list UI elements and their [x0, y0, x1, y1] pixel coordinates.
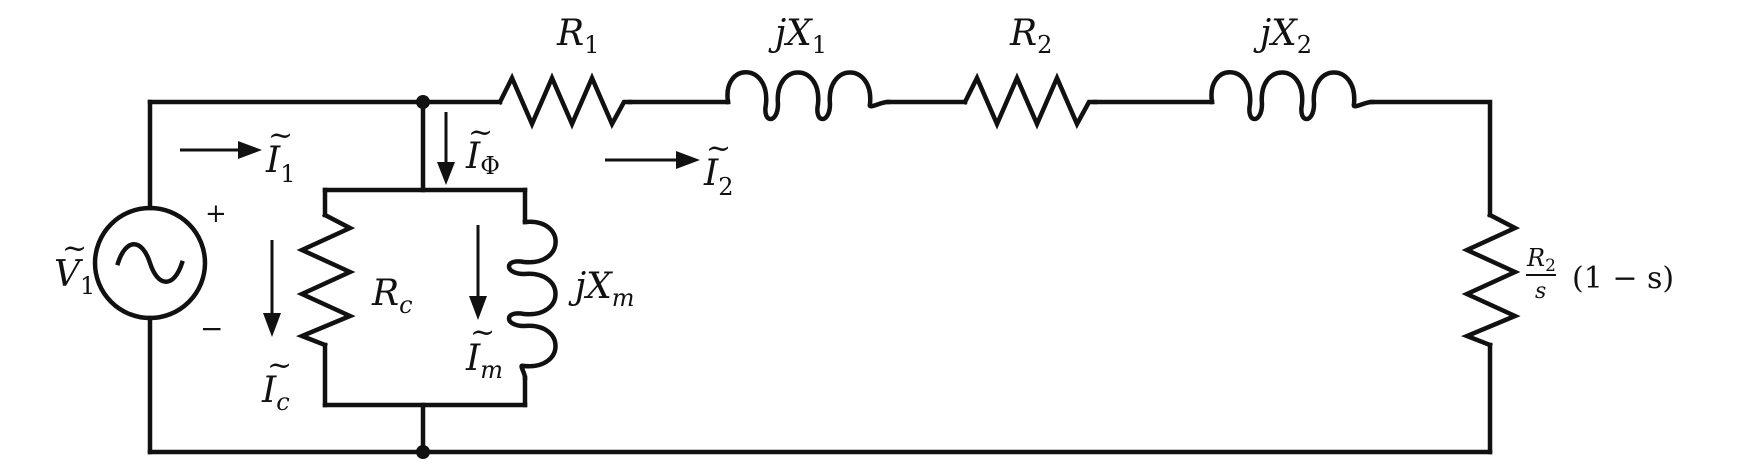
label-load-numerator: R2 [1526, 244, 1556, 276]
arrow-iphi [437, 112, 455, 185]
label-r1: R1 [556, 13, 599, 59]
label-im-accent: ~ [470, 315, 495, 350]
arrow-i1 [180, 141, 262, 159]
label-r2: R2 [1009, 13, 1052, 59]
node-bottom [416, 445, 430, 459]
label-i1: I1 [265, 140, 296, 188]
resistor-r2 [961, 72, 1098, 130]
inductor-jx1 [725, 70, 891, 122]
wire-top-right [1369, 99, 1493, 218]
label-ic-accent: ~ [267, 348, 292, 383]
label-plus: + [205, 199, 227, 229]
label-iphi: IΦ [465, 136, 500, 180]
arrow-i2 [605, 151, 700, 169]
sine-wave-icon [115, 242, 185, 284]
resistor-r1 [496, 72, 633, 130]
label-jx2: jX2 [1253, 13, 1312, 59]
label-i1-accent: ~ [268, 118, 293, 153]
resistor-rc [295, 211, 356, 348]
label-load-tail: (1 − s) [1572, 261, 1674, 296]
inductor-jxm [506, 219, 558, 381]
resistor-load [1460, 211, 1521, 348]
label-load-denominator: s [1535, 279, 1546, 304]
label-i2-accent: ~ [706, 131, 731, 166]
source-circle [92, 205, 208, 321]
label-load: R2 s (1 − s) [1526, 244, 1674, 304]
label-ic: Ic [261, 370, 290, 416]
wires [147, 99, 1493, 455]
label-minus: − [200, 312, 223, 345]
label-i2: I2 [703, 153, 734, 201]
label-v1: V1 [54, 254, 95, 300]
arrow-im [469, 225, 487, 320]
inductor-jx2 [1209, 70, 1375, 122]
node-top [416, 95, 430, 109]
label-im: Im [465, 338, 503, 384]
ac-voltage-source [92, 205, 208, 321]
arrow-ic [263, 240, 281, 337]
label-jx1: jX1 [768, 13, 827, 59]
label-rc: Rc [371, 273, 413, 319]
label-v1-accent: ~ [62, 231, 87, 266]
label-jxm: jXm [568, 266, 635, 312]
label-iphi-accent: ~ [468, 115, 493, 150]
